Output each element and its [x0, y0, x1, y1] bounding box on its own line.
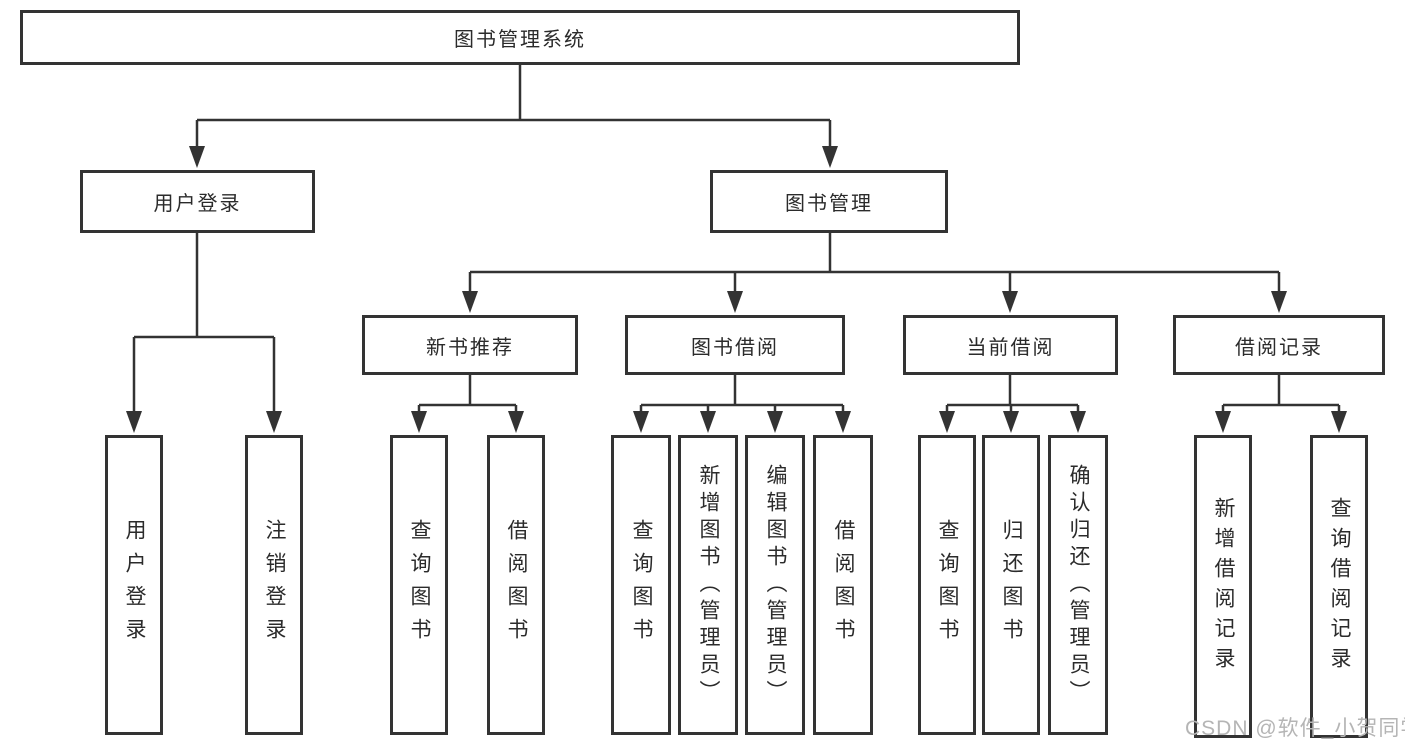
node-user-login: 用户登录: [80, 170, 315, 233]
connector-current-borrow-subtree: [945, 375, 1080, 415]
node-root-library-system: 图书管理系统: [20, 10, 1020, 65]
arrowhead: [266, 411, 282, 433]
arrowhead: [1070, 411, 1086, 433]
arrowhead: [1331, 411, 1347, 433]
node-book-borrow: 图书借阅: [625, 315, 845, 375]
connector-borrow-records-subtree: [1221, 375, 1341, 415]
node-leaf-edit-books-admin: 编辑图书（管理员）: [745, 435, 805, 735]
node-leaf-add-borrow-record: 新增借阅记录: [1194, 435, 1252, 738]
node-borrow-records: 借阅记录: [1173, 315, 1385, 375]
arrowhead: [822, 146, 838, 168]
arrowhead: [462, 291, 478, 313]
node-leaf-query-books-current: 查询图书: [918, 435, 976, 735]
arrowhead: [633, 411, 649, 433]
arrowhead: [1215, 411, 1231, 433]
node-leaf-add-books-admin: 新增图书（管理员）: [678, 435, 738, 735]
arrowhead: [939, 411, 955, 433]
node-leaf-borrow-books-recommend: 借阅图书: [487, 435, 545, 735]
arrowhead: [189, 146, 205, 168]
node-leaf-user-login: 用户登录: [105, 435, 163, 735]
arrowhead: [411, 411, 427, 433]
connector-book-borrow-subtree: [639, 375, 845, 415]
arrowhead: [1003, 411, 1019, 433]
connector-root-to-level1: [195, 65, 832, 150]
node-leaf-query-books-borrow: 查询图书: [611, 435, 671, 735]
node-leaf-return-books: 归还图书: [982, 435, 1040, 735]
arrowhead: [835, 411, 851, 433]
node-leaf-query-books-recommend: 查询图书: [390, 435, 448, 735]
arrowhead: [727, 291, 743, 313]
node-leaf-borrow-books: 借阅图书: [813, 435, 873, 735]
node-leaf-logout: 注销登录: [245, 435, 303, 735]
node-leaf-confirm-return-admin: 确认归还（管理员）: [1048, 435, 1108, 735]
node-book-management: 图书管理: [710, 170, 948, 233]
connector-book-management-to-level2: [468, 233, 1281, 295]
arrowhead: [1002, 291, 1018, 313]
arrowhead: [1271, 291, 1287, 313]
node-current-borrow: 当前借阅: [903, 315, 1118, 375]
connector-new-book-subtree: [417, 375, 518, 415]
connector-user-login-subtree: [132, 233, 276, 415]
watermark: CSDN @软件_小贺同学: [1185, 717, 1405, 740]
node-new-book-recommend: 新书推荐: [362, 315, 578, 375]
node-leaf-query-borrow-record: 查询借阅记录: [1310, 435, 1368, 738]
arrowhead: [508, 411, 524, 433]
arrowhead: [126, 411, 142, 433]
arrowhead: [767, 411, 783, 433]
arrowhead: [700, 411, 716, 433]
